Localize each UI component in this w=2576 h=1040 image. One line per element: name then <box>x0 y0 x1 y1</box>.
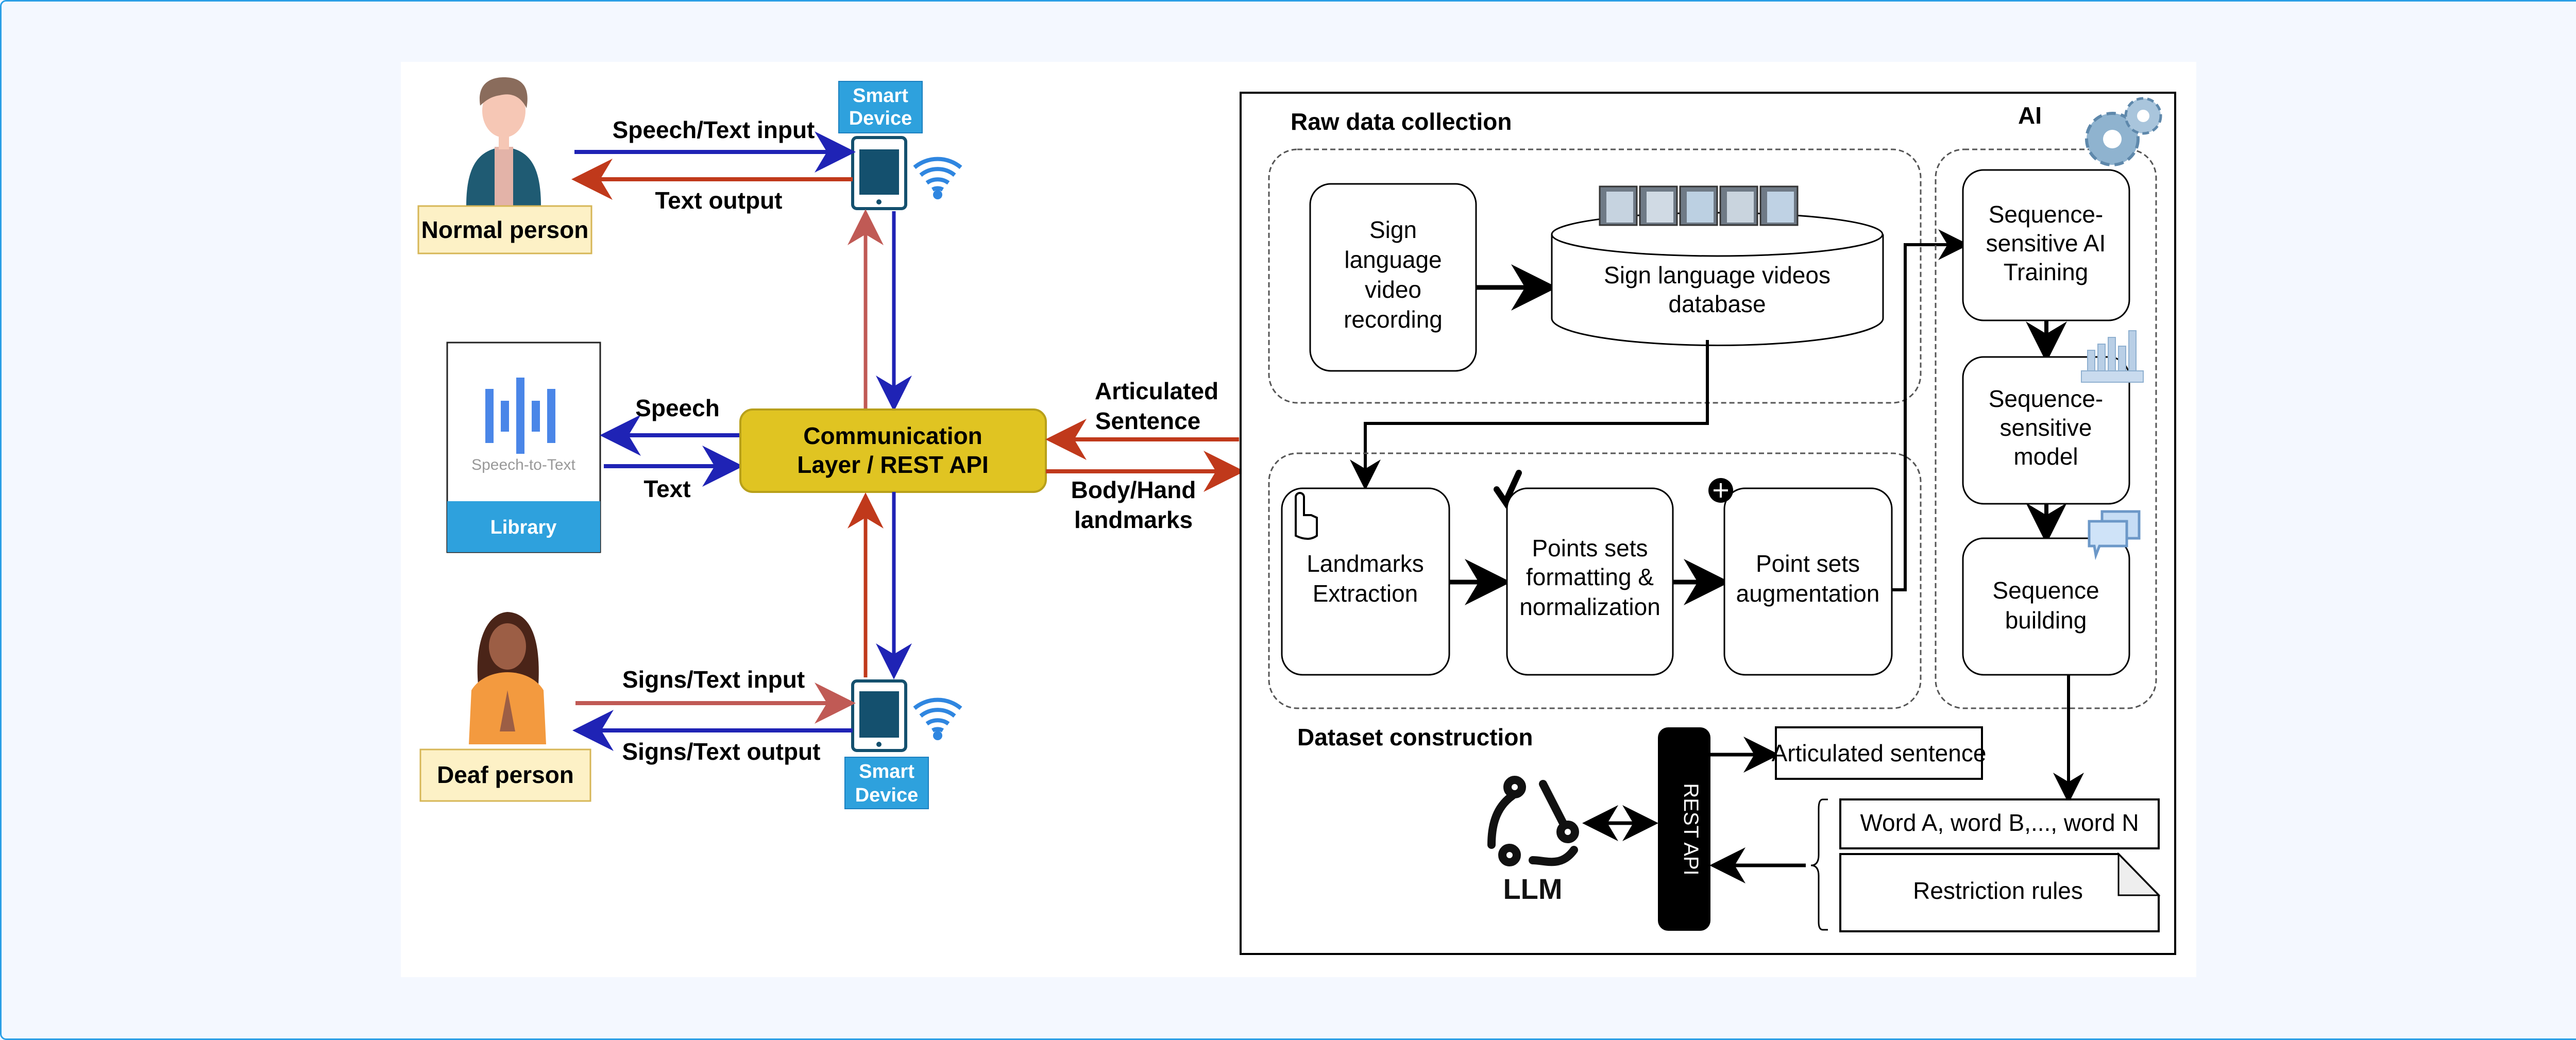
checkmark-icon <box>1494 470 1522 509</box>
smart-device-tag <box>838 81 923 133</box>
dataset-group <box>1268 452 1922 709</box>
training-line1: Sequence- <box>1989 201 2104 228</box>
formatting-line2: formatting & <box>1526 564 1654 590</box>
bottom-smart-device: Smart Device <box>844 679 962 809</box>
text-label: Text <box>643 475 690 502</box>
top-smart-device: Smart Device <box>838 81 962 210</box>
ai-title: AI <box>2018 102 2042 129</box>
words-box[interactable]: Word A, word B,..., word N <box>1839 798 2160 849</box>
smart-device-tag <box>844 757 929 809</box>
articulated-label-line2: Sentence <box>1095 407 1201 434</box>
llm-node[interactable]: LLM <box>1487 776 1579 905</box>
text-output-label: Text output <box>655 187 783 214</box>
sequence-building-node[interactable]: Sequence building <box>1962 537 2130 676</box>
ai-group <box>1935 148 2157 709</box>
hand-pointer-icon <box>1295 492 1318 540</box>
rest-api-bar[interactable]: REST API <box>1658 727 1710 931</box>
deaf-person-label: Deaf person <box>437 761 574 788</box>
ai-model-node[interactable]: Sequence- sensitive model <box>1962 356 2130 505</box>
deaf-person-label-box <box>419 748 591 802</box>
smart-device-tag-line2: Device <box>849 108 912 129</box>
smart-device-tag-line1: Smart <box>853 85 908 107</box>
signs-text-output-label: Signs/Text output <box>622 738 820 765</box>
chat-bubbles-icon <box>2088 510 2141 560</box>
inputs-brace <box>1810 798 1828 931</box>
articulated-sentence-box[interactable]: Articulated sentence <box>1772 726 1987 780</box>
wifi-icon <box>913 697 962 740</box>
deaf-person: Deaf person <box>419 612 591 802</box>
smart-device-tag-line1: Smart <box>859 761 914 782</box>
normal-person-label-box <box>417 205 592 254</box>
recording-line4: recording <box>1344 306 1443 333</box>
library-footer <box>447 501 600 552</box>
bar-chart-icon <box>2081 330 2144 383</box>
comm-layer-line1: Communication <box>803 422 982 449</box>
recording-line2: language <box>1344 246 1442 273</box>
comm-layer-line2: Layer / REST API <box>797 451 989 478</box>
restriction-rules-note[interactable]: Restriction rules <box>1839 852 2161 932</box>
wifi-icon <box>913 157 962 199</box>
video-frames-icon <box>1599 185 1799 226</box>
raw-data-group <box>1268 148 1922 404</box>
augmentation-line1: Point sets <box>1756 550 1860 577</box>
llm-network-icon <box>1487 776 1579 866</box>
landmarks-line1: Landmarks <box>1307 550 1424 577</box>
words-text: Word A, word B,..., word N <box>1860 809 2139 836</box>
signs-text-input-label: Signs/Text input <box>622 666 805 693</box>
database-line1: Sign language videos <box>1604 262 1831 288</box>
articulated-label-line1: Articulated <box>1095 378 1218 404</box>
articulated-sentence-text: Articulated sentence <box>1772 740 1987 766</box>
recording-line1: Sign <box>1369 216 1417 243</box>
landmarks-label-line1: Body/Hand <box>1071 476 1196 503</box>
training-line2: sensitive AI <box>1986 230 2106 257</box>
formatting-line1: Points sets <box>1532 535 1648 561</box>
model-line3: model <box>2013 443 2078 470</box>
plus-circle-icon <box>1708 478 1733 503</box>
building-line1: Sequence <box>1992 577 2099 604</box>
smartphone-icon <box>851 679 907 752</box>
recording-line3: video <box>1365 276 1421 303</box>
library-label: Library <box>490 517 557 538</box>
restriction-rules-text: Restriction rules <box>1913 877 2083 904</box>
woman-avatar-icon <box>469 612 546 744</box>
model-line2: sensitive <box>2000 414 2092 441</box>
dataset-title: Dataset construction <box>1297 724 1533 751</box>
speech-label: Speech <box>635 395 720 421</box>
model-line1: Sequence- <box>1989 385 2104 412</box>
speech-to-text-caption: Speech-to-Text <box>471 456 575 473</box>
man-avatar-icon <box>466 77 541 206</box>
training-line3: Training <box>2004 259 2088 285</box>
augmentation-line2: augmentation <box>1736 580 1880 607</box>
normal-person: Normal person <box>417 77 592 254</box>
speech-to-text-library: Speech-to-Text Library <box>446 342 601 553</box>
formatting-line3: normalization <box>1519 593 1660 620</box>
normal-person-label: Normal person <box>421 216 589 243</box>
audio-waveform-icon <box>485 378 555 454</box>
database-line2: database <box>1668 291 1766 317</box>
speech-text-input-label: Speech/Text input <box>613 116 815 143</box>
communication-layer-rest-api[interactable]: Communication Layer / REST API <box>739 408 1047 493</box>
landmarks-line2: Extraction <box>1313 580 1418 607</box>
gears-icon <box>2085 97 2162 166</box>
points-sets-formatting-node[interactable]: Points sets formatting & normalization <box>1506 487 1674 676</box>
landmarks-label-line2: landmarks <box>1074 506 1193 533</box>
ai-training-node[interactable]: Sequence- sensitive AI Training <box>1962 169 2130 321</box>
llm-label: LLM <box>1503 873 1562 905</box>
smart-device-tag-line2: Device <box>855 785 919 806</box>
video-database-node[interactable]: Sign language videos database <box>1551 212 1884 346</box>
point-sets-augmentation-node[interactable]: Point sets augmentation <box>1723 487 1893 676</box>
augmentation-to-training-connector <box>1892 229 1969 591</box>
sign-language-video-recording-node[interactable]: Sign language video recording <box>1309 183 1477 372</box>
building-line2: building <box>2005 607 2087 634</box>
raw-data-title: Raw data collection <box>1291 108 1512 135</box>
smartphone-icon <box>851 136 907 210</box>
rest-api-label: REST API <box>1680 783 1702 875</box>
